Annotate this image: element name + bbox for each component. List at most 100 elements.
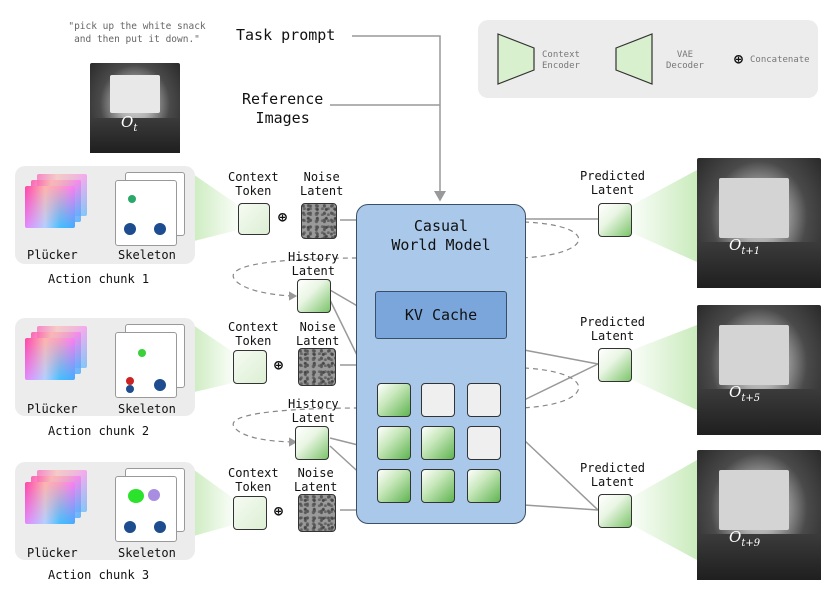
context-encoder-legend: Context Encoder — [542, 50, 580, 72]
skeleton-label: Skeleton — [118, 546, 176, 560]
predicted-line2: Latent — [590, 475, 635, 489]
noise-latent-line1: Noise — [303, 170, 340, 184]
cache-cell — [377, 469, 411, 503]
skeleton-image — [115, 332, 177, 398]
predicted-latent-label-1: Predicted Latent — [580, 169, 645, 197]
history-latent-line2: Latent — [291, 411, 335, 425]
predicted-line1: Predicted — [580, 315, 646, 329]
context-token-line1: Context — [228, 320, 279, 334]
task-quote: "pick up the white snack and then put it… — [52, 20, 222, 46]
predicted-latent-label-2: Predicted Latent — [580, 315, 645, 343]
frame-label-sub: t+9 — [741, 538, 761, 549]
legend-vae-line1: VAE — [676, 50, 694, 60]
predicted-line1: Predicted — [580, 461, 646, 475]
noise-latent-2 — [298, 348, 336, 386]
frame-table — [719, 470, 789, 530]
frame-label-sub: t+1 — [741, 246, 761, 257]
model-title-line2: World Model — [391, 236, 491, 254]
cache-cell — [421, 426, 455, 460]
context-token-1 — [238, 203, 270, 235]
observation-subviews — [90, 118, 180, 153]
history-latent-2 — [295, 426, 329, 460]
context-token-label-1: Context Token — [228, 170, 279, 198]
cache-cell — [377, 383, 411, 417]
frame-label-base: O — [729, 528, 742, 546]
noise-latent-line1: Noise — [299, 320, 336, 334]
predicted-line2: Latent — [590, 329, 635, 343]
frame-table — [719, 178, 789, 238]
skeleton-joint — [124, 223, 136, 235]
vae-decoder-legend: VAE Decoder — [666, 50, 704, 72]
legend-panel: Context Encoder VAE Decoder ⊕ Concatenat… — [478, 20, 818, 98]
history-latent-1 — [297, 279, 331, 313]
legend-vae-line2: Decoder — [666, 61, 704, 71]
predicted-line2: Latent — [590, 183, 635, 197]
kv-cache-label: KV Cache — [404, 306, 478, 324]
kv-cache: KV Cache — [375, 291, 507, 339]
skeleton-joint — [124, 521, 136, 533]
task-prompt-label: Task prompt — [236, 26, 336, 44]
plucker-label: Plücker — [27, 402, 78, 416]
context-token-line1: Context — [228, 466, 279, 480]
action-chunk-2-caption: Action chunk 2 — [48, 424, 150, 438]
context-token-label-3: Context Token — [228, 466, 279, 494]
plucker-image — [25, 482, 75, 524]
context-token-line2: Token — [235, 334, 272, 348]
reference-line1: Reference — [242, 90, 324, 108]
noise-latent-line2: Latent — [300, 184, 344, 198]
noise-latent-label-3: Noise Latent — [294, 466, 337, 494]
action-chunk-3-panel: Plücker Skeleton — [15, 462, 195, 560]
skeleton-joint — [128, 195, 136, 203]
predicted-latent-label-3: Predicted Latent — [580, 461, 645, 489]
causal-world-model: Casual World Model KV Cache — [356, 204, 526, 524]
noise-latent-line2: Latent — [296, 334, 340, 348]
skeleton-joint — [154, 379, 166, 391]
skeleton-joint — [148, 489, 160, 501]
noise-latent-3 — [298, 494, 336, 532]
context-token-line2: Token — [235, 480, 272, 494]
frame-subviews — [697, 534, 821, 580]
history-latent-line2: Latent — [291, 264, 335, 278]
vae-decoder-icon — [615, 33, 653, 85]
predicted-latent-3 — [598, 494, 632, 528]
legend-context-line2: Encoder — [542, 61, 580, 71]
model-title: Casual World Model — [357, 217, 525, 255]
context-token-line2: Token — [235, 184, 272, 198]
frame-label: Ot+5 — [729, 383, 760, 404]
noise-latent-line1: Noise — [297, 466, 334, 480]
action-chunk-3-caption: Action chunk 3 — [48, 568, 150, 582]
action-chunk-2-panel: Plücker Skeleton — [15, 318, 195, 416]
skeleton-label: Skeleton — [118, 248, 176, 262]
model-title-line1: Casual — [413, 217, 469, 235]
context-token-label-2: Context Token — [228, 320, 279, 348]
current-observation-image: Ot — [90, 63, 180, 153]
noise-latent-line2: Latent — [294, 480, 338, 494]
skeleton-joint — [138, 349, 146, 357]
plucker-image — [25, 186, 75, 228]
cache-cell — [377, 426, 411, 460]
skeleton-label: Skeleton — [118, 402, 176, 416]
predicted-latent-1 — [598, 203, 632, 237]
cache-cell — [467, 426, 501, 460]
context-token-line1: Context — [228, 170, 279, 184]
history-latent-label-2: History Latent — [288, 397, 339, 425]
frame-label: Ot+9 — [729, 528, 760, 549]
cache-cell — [467, 383, 501, 417]
legend-context-line1: Context — [542, 50, 580, 60]
skeleton-joint — [126, 385, 134, 393]
context-encoder-icon — [497, 33, 535, 85]
frame-subviews — [697, 242, 821, 288]
task-quote-line1: "pick up the white snack — [68, 21, 206, 32]
action-chunk-1-caption: Action chunk 1 — [48, 272, 150, 286]
skeleton-joint — [154, 223, 166, 235]
noise-latent-label-1: Noise Latent — [300, 170, 343, 198]
predicted-frame-2: Ot+5 — [697, 305, 821, 435]
frame-table — [719, 325, 789, 385]
plucker-label: Plücker — [27, 248, 78, 262]
context-token-3 — [233, 496, 267, 530]
skeleton-image — [115, 180, 177, 246]
frame-subviews — [697, 389, 821, 435]
plucker-label: Plücker — [27, 546, 78, 560]
skeleton-joint — [126, 377, 134, 385]
